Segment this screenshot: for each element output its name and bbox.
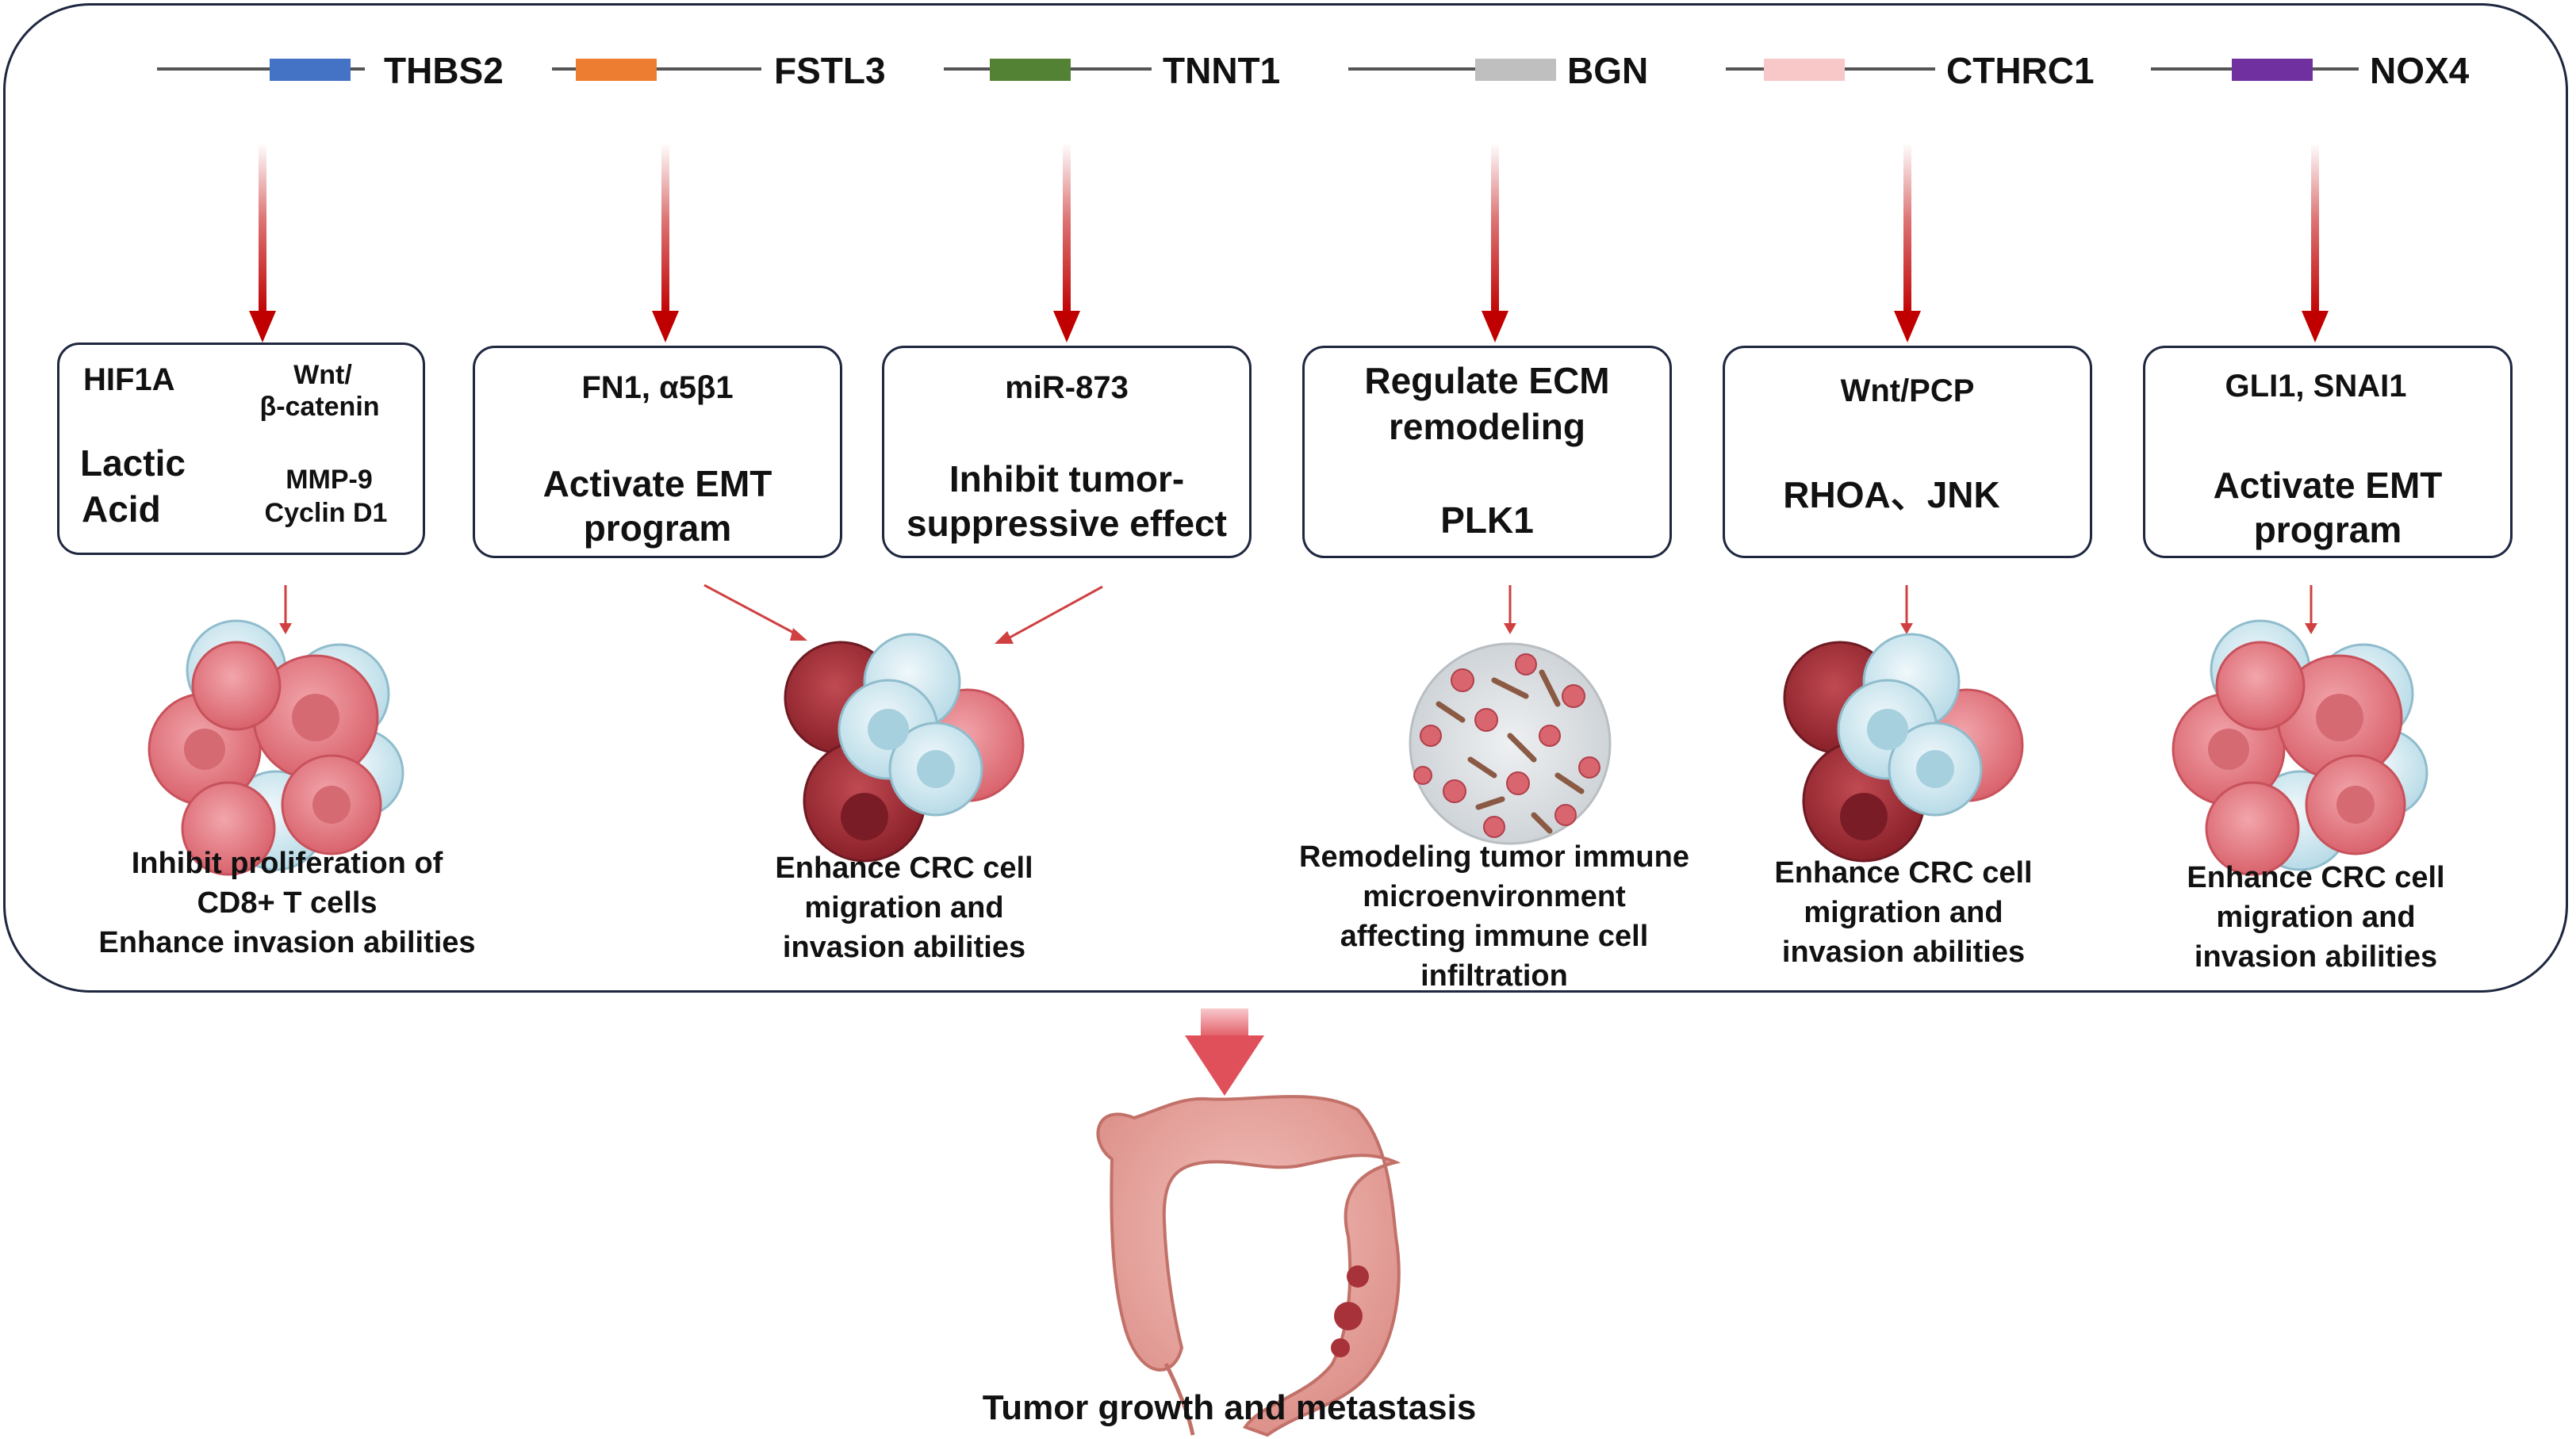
nox4-mechanism-box: GLI1, SNAI1 Activate EMT program xyxy=(2143,346,2513,558)
gene-cthrc1-icon xyxy=(1726,59,1935,81)
wnt-pcp-label: Wnt/PCP xyxy=(1840,373,1975,408)
caption-line: affecting immune cell xyxy=(1340,920,1649,953)
caption-line: CD8+ T cells xyxy=(197,886,378,920)
cthrc1-mechanism-box: Wnt/PCP RHOA、JNK xyxy=(1723,346,2092,558)
caption-line: invasion abilities xyxy=(782,931,1026,964)
caption-bgn: Remodeling tumor immune microenvironment… xyxy=(1264,837,1724,996)
acid-label: Acid xyxy=(82,488,161,530)
caption-line: migration and xyxy=(804,891,1004,924)
box-to-cell-arrows xyxy=(279,584,2317,644)
caption-line: migration and xyxy=(2216,901,2416,934)
fstl3-mechanism-box: FN1, α5β1 Activate EMT program xyxy=(473,346,842,558)
caption-line: Enhance CRC cell xyxy=(2187,861,2445,894)
colon-icon xyxy=(1096,1095,1401,1437)
activate-emt-label: Activate EMT xyxy=(2213,465,2443,506)
mir873-label: miR-873 xyxy=(1005,370,1129,405)
gene-to-box-arrows xyxy=(249,143,2329,343)
tumor-cell-cluster-nox4 xyxy=(2172,619,2428,876)
gene-label-cthrc1: CTHRC1 xyxy=(1946,50,2095,91)
ecm-sphere-bgn xyxy=(1409,642,1612,845)
activate-emt-label: Activate EMT xyxy=(542,463,772,504)
hif1a-label: HIF1A xyxy=(83,362,175,397)
bgn-mechanism-box: Regulate ECM remodeling PLK1 xyxy=(1302,346,1672,558)
caption-nox4: Enhance CRC cell migration and invasion … xyxy=(2110,858,2522,977)
gene-nox4-icon xyxy=(2151,59,2359,81)
gene-fstl3-icon xyxy=(552,59,761,81)
beta-catenin-label: β-catenin xyxy=(259,392,380,422)
gene-tnnt1-icon xyxy=(944,59,1152,81)
caption-line: invasion abilities xyxy=(1781,936,2026,969)
inhibit-tumor-label: Inhibit tumor- xyxy=(949,458,1185,499)
plk1-label: PLK1 xyxy=(1440,499,1534,541)
caption-thbs2: Inhibit proliferation of CD8+ T cells En… xyxy=(73,844,501,963)
caption-cthrc1: Enhance CRC cell migration and invasion … xyxy=(1697,853,2110,972)
cyclin-d1-label: Cyclin D1 xyxy=(264,498,388,528)
caption-line: Enhance CRC cell xyxy=(1774,856,2033,890)
gene-label-fstl3: FSTL3 xyxy=(774,50,886,91)
lactic-label: Lactic xyxy=(80,442,186,484)
caption-line: migration and xyxy=(1804,896,2003,929)
tumor-cell-cluster-thbs2 xyxy=(148,619,404,876)
caption-line: infiltration xyxy=(1420,959,1568,993)
tumor-cell-cluster-fstl3-tnnt1 xyxy=(784,633,1025,863)
wnt-label: Wnt/ xyxy=(293,360,352,390)
gene-label-tnnt1: TNNT1 xyxy=(1163,50,1281,91)
caption-line: Enhance CRC cell xyxy=(775,852,1033,885)
gene-label-nox4: NOX4 xyxy=(2370,50,2470,91)
caption-line: Enhance invasion abilities xyxy=(98,926,476,959)
program-label: program xyxy=(583,507,732,549)
gene-bgn-icon xyxy=(1348,59,1556,81)
tnnt1-mechanism-box: miR-873 Inhibit tumor- suppressive effec… xyxy=(882,346,1252,558)
gene-thbs2-icon xyxy=(157,59,365,81)
program-label: program xyxy=(2253,509,2402,550)
caption-fstl3-tnnt1: Enhance CRC cell migration and invasion … xyxy=(698,848,1110,967)
caption-line: invasion abilities xyxy=(2194,940,2438,974)
tumor-cell-cluster-cthrc1 xyxy=(1783,633,2024,863)
rhoa-jnk-label: RHOA、JNK xyxy=(1783,474,2000,515)
outcome-arrow-icon xyxy=(1185,1008,1264,1096)
caption-line: Inhibit proliferation of xyxy=(131,847,443,880)
thbs2-mechanism-box: HIF1A Lactic Acid Wnt/ β-catenin MMP-9 C… xyxy=(57,343,425,555)
gli1-snai1-label: GLI1, SNAI1 xyxy=(2225,369,2407,404)
outcome-label: Tumor growth and metastasis xyxy=(982,1388,1477,1427)
regulate-ecm-label: Regulate ECM xyxy=(1364,360,1610,401)
fn1-label: FN1, α5β1 xyxy=(581,370,734,405)
caption-line: microenvironment xyxy=(1363,880,1626,913)
pathway-panel xyxy=(3,3,2568,993)
suppressive-effect-label: suppressive effect xyxy=(907,503,1227,544)
mmp9-label: MMP-9 xyxy=(286,465,373,495)
caption-line: Remodeling tumor immune xyxy=(1299,840,1689,874)
gene-label-bgn: BGN xyxy=(1567,50,1649,91)
remodeling-label: remodeling xyxy=(1389,406,1585,447)
gene-label-thbs2: THBS2 xyxy=(384,50,504,91)
